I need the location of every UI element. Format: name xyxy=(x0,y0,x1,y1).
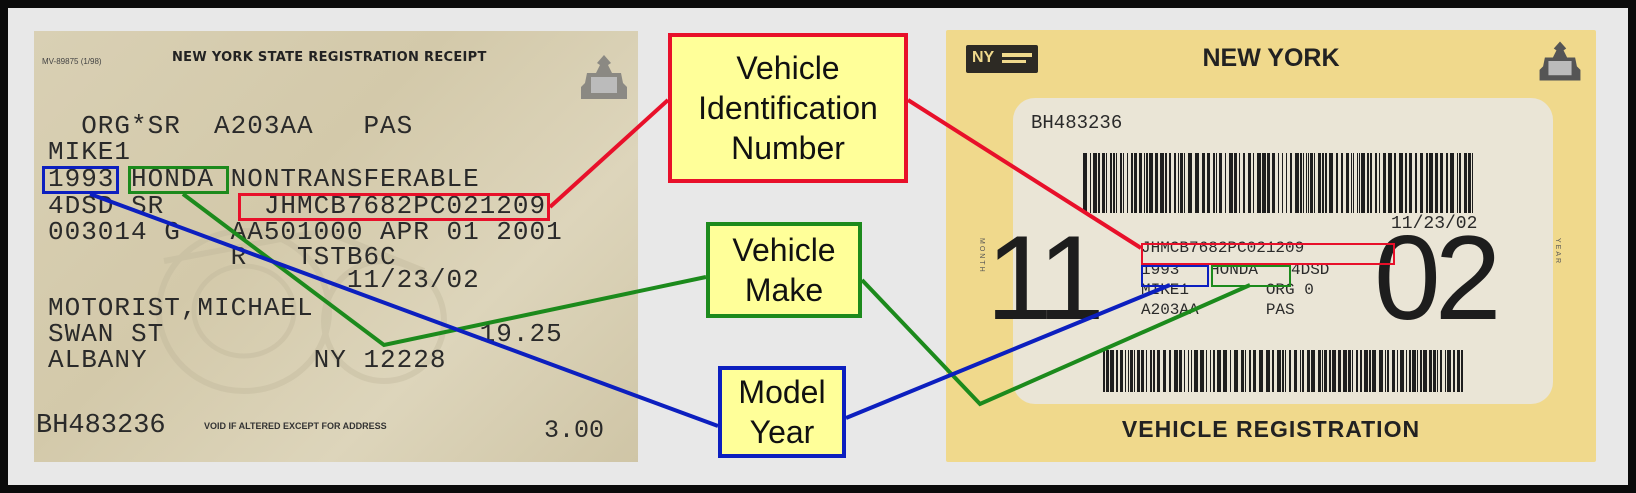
receipt-make-highlight xyxy=(128,166,229,194)
vin-callout-line-1: Vehicle xyxy=(736,50,840,86)
receipt-line-4: 4DSD SR JHMCB7682PC021209 xyxy=(48,191,547,221)
barcode-upper xyxy=(1083,153,1473,213)
void-note: VOID IF ALTERED EXCEPT FOR ADDRESS xyxy=(204,421,387,431)
vin-connector-right xyxy=(906,98,1143,250)
receipt-line-5: 003014 G AA501000 APR 01 2001 xyxy=(48,217,563,247)
receipt-line-1: ORG*SR A203AA PAS xyxy=(48,111,414,141)
receipt-fee: 3.00 xyxy=(544,416,605,445)
year-callout-line-1: Model xyxy=(738,374,826,410)
make-connector-right xyxy=(860,278,1251,407)
registration-receipt: MV-89875 (1/98) NEW YORK STATE REGISTRAT… xyxy=(34,31,638,462)
receipt-line-7: 11/23/02 xyxy=(48,265,480,295)
vin-callout-line-2: Identification xyxy=(698,90,878,126)
sticker-plate: BH483236 xyxy=(1031,112,1123,134)
expiry-year: 02 xyxy=(1374,211,1502,345)
registration-sticker: NY NEW YORK MONTH YEAR BH483236 11/23/02… xyxy=(946,30,1596,462)
receipt-vin-highlight xyxy=(238,193,550,221)
receipt-plate: BH483236 xyxy=(36,411,166,441)
year-connector-right xyxy=(845,283,1171,420)
ny-state-seal-icon xyxy=(581,55,627,99)
sticker-expiry-date: 11/23/02 xyxy=(1391,214,1478,234)
year-side-label: YEAR xyxy=(1554,238,1561,266)
year-connector-left xyxy=(89,192,719,428)
vin-callout: Vehicle Identification Number xyxy=(668,33,908,183)
year-callout-line-2: Year xyxy=(749,414,815,450)
sticker-footer: VEHICLE REGISTRATION xyxy=(1121,416,1421,442)
sticker-info-panel: BH483236 11/23/02 JHMCB7682PC021209 1993… xyxy=(1013,98,1553,404)
make-callout: Vehicle Make xyxy=(706,222,862,318)
ny-state-seal-icon xyxy=(1539,41,1581,81)
sticker-year-highlight xyxy=(1141,265,1209,287)
state-seal-watermark xyxy=(156,227,447,394)
year-callout: Model Year xyxy=(718,366,846,458)
receipt-line-2: MIKE1 xyxy=(48,137,132,167)
ny-logo-icon: NY xyxy=(966,45,1038,73)
form-code: MV-89875 (1/98) xyxy=(42,57,102,66)
receipt-title: NEW YORK STATE REGISTRATION RECEIPT xyxy=(172,50,487,65)
barcode-lower xyxy=(1103,350,1463,392)
make-connector-left xyxy=(181,192,707,348)
sticker-state-title: NEW YORK xyxy=(1202,44,1340,72)
receipt-line-10: ALBANY NY 12228 xyxy=(48,345,447,375)
receipt-year-highlight xyxy=(42,166,119,194)
vin-connector-left xyxy=(548,98,670,209)
make-callout-line-2: Make xyxy=(744,272,824,308)
receipt-line-8: MOTORIST,MICHAEL xyxy=(48,293,314,323)
receipt-line-3: 1993 HONDA NONTRANSFERABLE xyxy=(48,164,480,194)
sticker-vin-highlight xyxy=(1141,243,1395,265)
month-side-label: MONTH xyxy=(978,238,985,274)
sticker-make-highlight xyxy=(1211,265,1291,287)
sticker-body: 4DSD xyxy=(1291,261,1330,279)
make-callout-line-1: Vehicle xyxy=(732,232,836,268)
vin-callout-line-3: Number xyxy=(731,130,845,166)
